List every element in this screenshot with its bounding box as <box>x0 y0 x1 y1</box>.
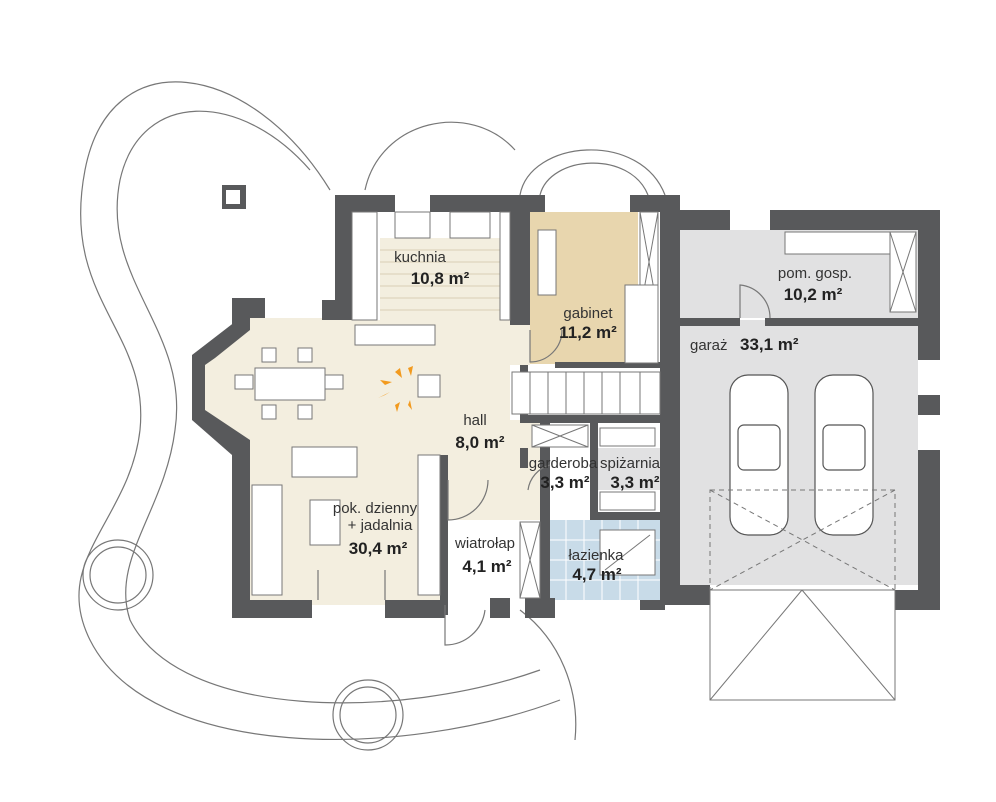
terrace-outlines <box>78 81 666 751</box>
walls <box>192 195 940 618</box>
area-gabinet: 11,2 m² <box>559 323 617 342</box>
area-garaz: 33,1 m² <box>740 335 799 354</box>
area-wiatrolap: 4,1 m² <box>462 557 511 576</box>
garage-floor <box>678 320 918 585</box>
area-spizarnia: 3,3 m² <box>610 473 659 492</box>
doors <box>317 284 771 646</box>
furniture <box>234 229 557 596</box>
cars <box>729 374 874 536</box>
label-wiatrolap: wiatrołap <box>454 535 515 552</box>
label-kuchnia: kuchnia <box>394 249 446 266</box>
label-garaz: garaż <box>690 337 728 354</box>
staircase <box>511 371 661 415</box>
label-pokoj: pok. dzienny <box>333 500 418 517</box>
area-pokoj: 30,4 m² <box>349 539 408 558</box>
area-hall: 8,0 m² <box>455 433 504 452</box>
wardrobes <box>351 211 917 599</box>
label-garderoba: garderoba <box>529 455 598 472</box>
area-pom-gosp: 10,2 m² <box>784 285 843 304</box>
label-lazienka: łazienka <box>568 547 624 564</box>
label-hall: hall <box>463 412 486 429</box>
room-labels: kuchnia 10,8 m² gabinet 11,2 m² pom. gos… <box>333 249 852 584</box>
label-pom-gosp: pom. gosp. <box>778 265 852 282</box>
driveway <box>709 489 896 701</box>
fireplace-icon <box>378 366 413 412</box>
area-kuchnia: 10,8 m² <box>411 269 470 288</box>
label-spizarnia: spiżarnia <box>600 455 661 472</box>
area-lazienka: 4,7 m² <box>572 565 621 584</box>
label-jadalnia: + jadalnia <box>348 517 413 534</box>
label-gabinet: gabinet <box>563 305 613 322</box>
area-garderoba: 3,3 m² <box>540 473 589 492</box>
